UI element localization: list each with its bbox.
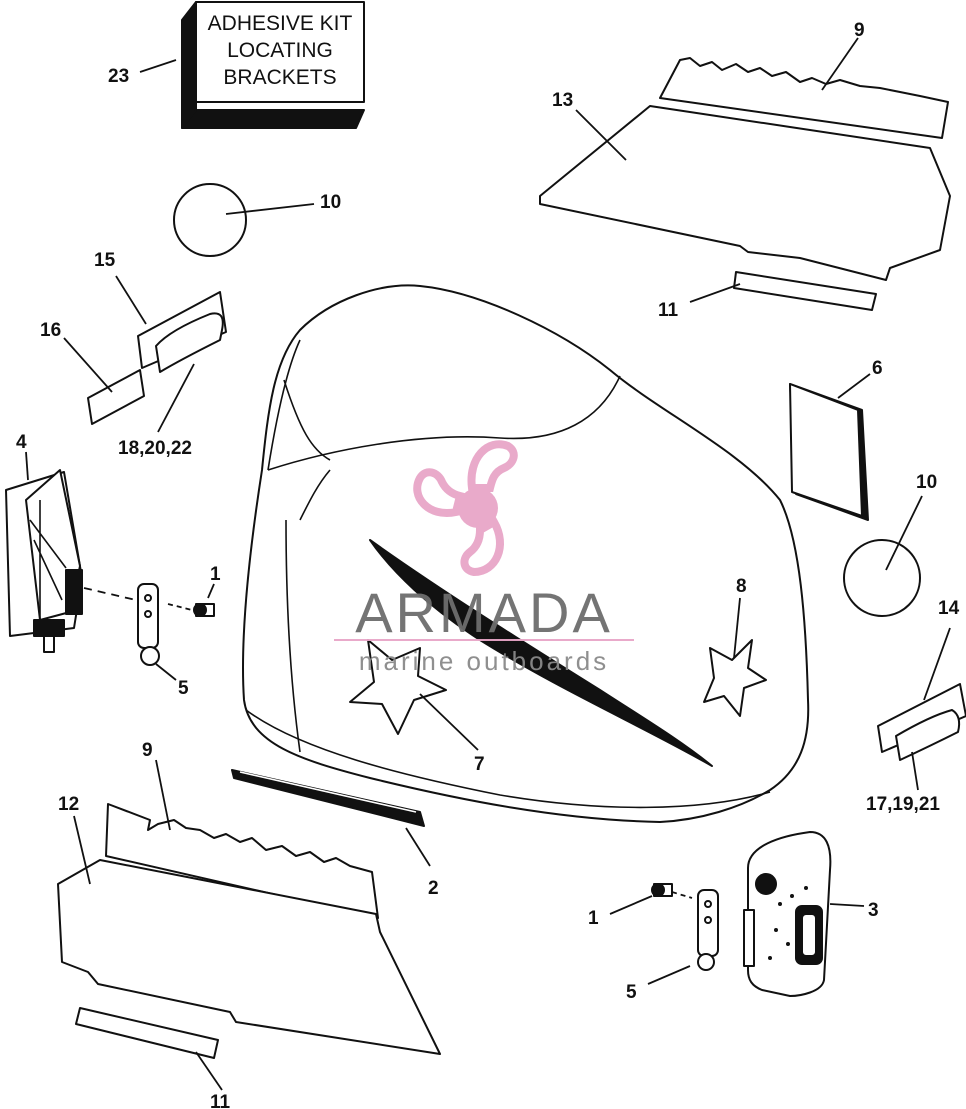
round-decal-left <box>173 183 247 257</box>
callout-9-bottom: 9 <box>142 740 153 761</box>
callout-8: 8 <box>736 576 747 597</box>
callout-13: 13 <box>552 90 573 111</box>
round-decal-right <box>843 539 921 617</box>
armada-watermark: ARMADA marine outboards <box>334 440 634 676</box>
callout-2: 2 <box>428 878 439 899</box>
callout-18-20-22: 18,20,22 <box>118 438 192 459</box>
callout-1-left: 1 <box>210 564 221 585</box>
bracket-left <box>137 583 215 666</box>
decal-panel-bottom <box>57 859 441 1055</box>
decal-panel-top <box>539 105 951 281</box>
kit-line-3: BRACKETS <box>223 66 336 89</box>
callout-15: 15 <box>94 250 116 271</box>
propeller-logo-icon <box>413 440 518 577</box>
callout-5-right: 5 <box>626 982 637 1003</box>
kit-line-1: ADHESIVE KIT <box>208 12 353 35</box>
callout-1-right: 1 <box>588 908 599 929</box>
callout-14: 14 <box>938 598 960 619</box>
decal-set-left <box>87 291 227 425</box>
callout-5-left: 5 <box>178 678 189 699</box>
callout-11-bottom: 11 <box>210 1092 231 1109</box>
decal-strip-small-top <box>733 271 877 311</box>
decal-set-right <box>877 683 966 761</box>
engine-cowl <box>241 284 810 823</box>
callout-12: 12 <box>58 794 79 815</box>
foam-pad <box>789 383 869 521</box>
star-decal-7 <box>349 639 447 735</box>
callout-23: 23 <box>108 66 129 87</box>
star-decal-8 <box>703 639 767 717</box>
latch-assembly-left <box>5 469 83 653</box>
callout-3: 3 <box>868 900 879 921</box>
callout-9-top: 9 <box>854 20 865 41</box>
seal-strip <box>231 769 425 827</box>
callout-6: 6 <box>872 358 883 379</box>
callout-17-19-21: 17,19,21 <box>866 794 940 815</box>
decal-strip-bottom <box>105 803 379 919</box>
callout-11-top: 11 <box>658 300 679 321</box>
decal-strip-top <box>659 57 949 139</box>
callout-10-right: 10 <box>916 472 937 493</box>
decal-strip-small-bottom <box>75 1007 219 1059</box>
watermark-name: ARMADA <box>355 581 613 644</box>
latch-plate-right <box>743 831 832 997</box>
bracket-right <box>651 883 719 971</box>
callout-4: 4 <box>16 432 27 453</box>
adhesive-kit-box: ADHESIVE KIT LOCATING BRACKETS <box>181 1 365 129</box>
kit-line-2: LOCATING <box>227 39 333 62</box>
callout-10-top: 10 <box>320 192 341 213</box>
callout-16: 16 <box>40 320 61 341</box>
watermark-tagline: marine outboards <box>359 646 609 676</box>
callout-7: 7 <box>474 754 485 775</box>
